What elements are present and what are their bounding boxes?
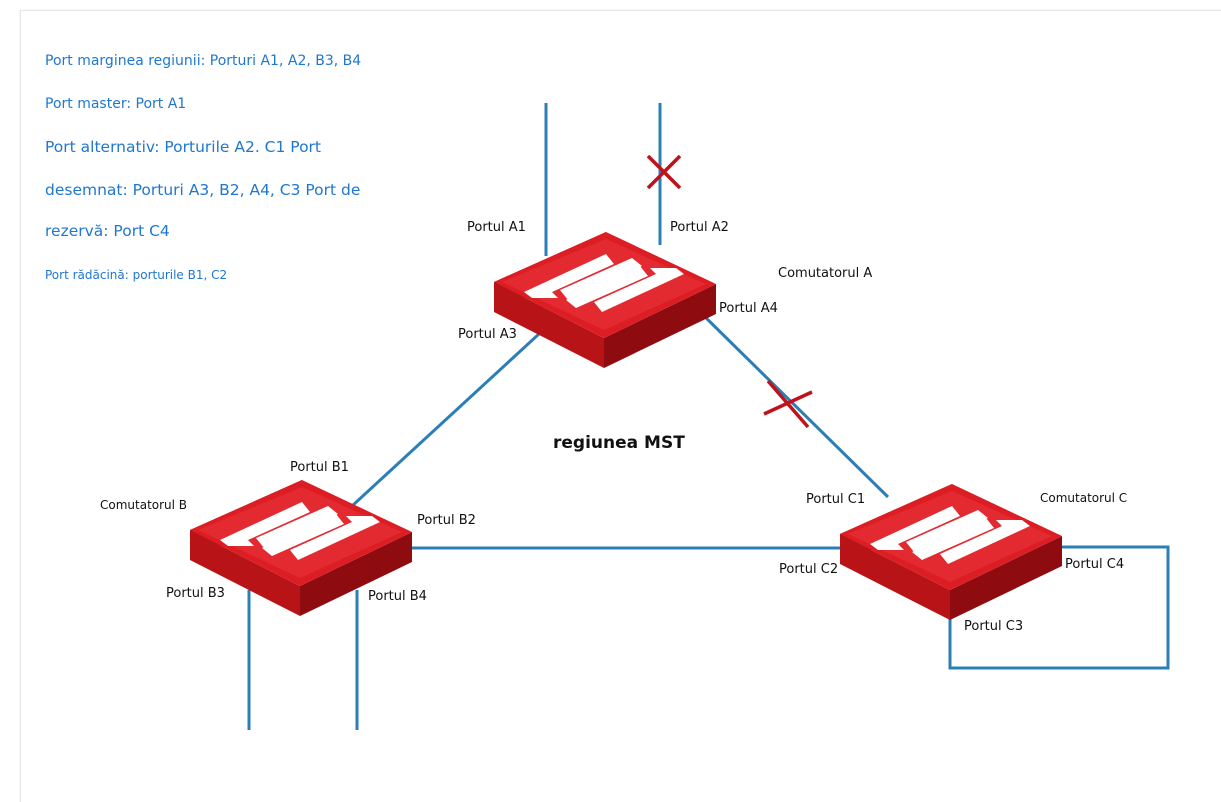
legend-designated-port: desemnat: Porturi A3, B2, A4, C3 Port de bbox=[45, 181, 361, 199]
region-label: regiunea MST bbox=[553, 433, 685, 453]
link-c4-c3 bbox=[948, 545, 1170, 670]
legend-root-ports: Port rădăcină: porturile B1, C2 bbox=[45, 268, 228, 282]
legend-edge-ports: Port marginea regiunii: Porturi A1, A2, … bbox=[45, 53, 362, 69]
switch-b-label: Comutatorul B bbox=[100, 498, 188, 512]
switch-c-label: Comutatorul C bbox=[1040, 491, 1128, 505]
blocked-mark-a2 bbox=[646, 154, 682, 190]
port-c1-label: Portul C1 bbox=[806, 492, 866, 507]
port-a2-label: Portul A2 bbox=[670, 220, 729, 235]
switch-a-label: Comutatorul A bbox=[778, 266, 873, 281]
port-c2-label: Portul C2 bbox=[779, 562, 839, 577]
link-a4-c1 bbox=[698, 310, 890, 499]
port-a4-label: Portul A4 bbox=[719, 301, 778, 316]
port-b4-label: Portul B4 bbox=[368, 589, 427, 604]
diagram-frame bbox=[20, 10, 1221, 802]
port-b1-label: Portul B1 bbox=[290, 460, 349, 475]
link-lines bbox=[247, 103, 1170, 730]
blocked-mark-a4-c1 bbox=[763, 379, 813, 429]
switch-a-icon bbox=[494, 232, 716, 368]
port-a1-label: Portul A1 bbox=[467, 220, 526, 235]
port-a3-label: Portul A3 bbox=[458, 327, 517, 342]
link-a3-b1 bbox=[350, 331, 542, 508]
legend-master-port: Port master: Port A1 bbox=[45, 96, 187, 112]
port-b3-label: Portul B3 bbox=[166, 586, 225, 601]
port-c3-label: Portul C3 bbox=[964, 619, 1024, 634]
legend-backup-port: rezervă: Port C4 bbox=[45, 222, 170, 240]
switch-c-icon bbox=[840, 484, 1062, 620]
port-b2-label: Portul B2 bbox=[417, 513, 476, 528]
port-c4-label: Portul C4 bbox=[1065, 557, 1125, 572]
legend-alternate-port: Port alternativ: Porturile A2. C1 Port bbox=[45, 138, 322, 156]
